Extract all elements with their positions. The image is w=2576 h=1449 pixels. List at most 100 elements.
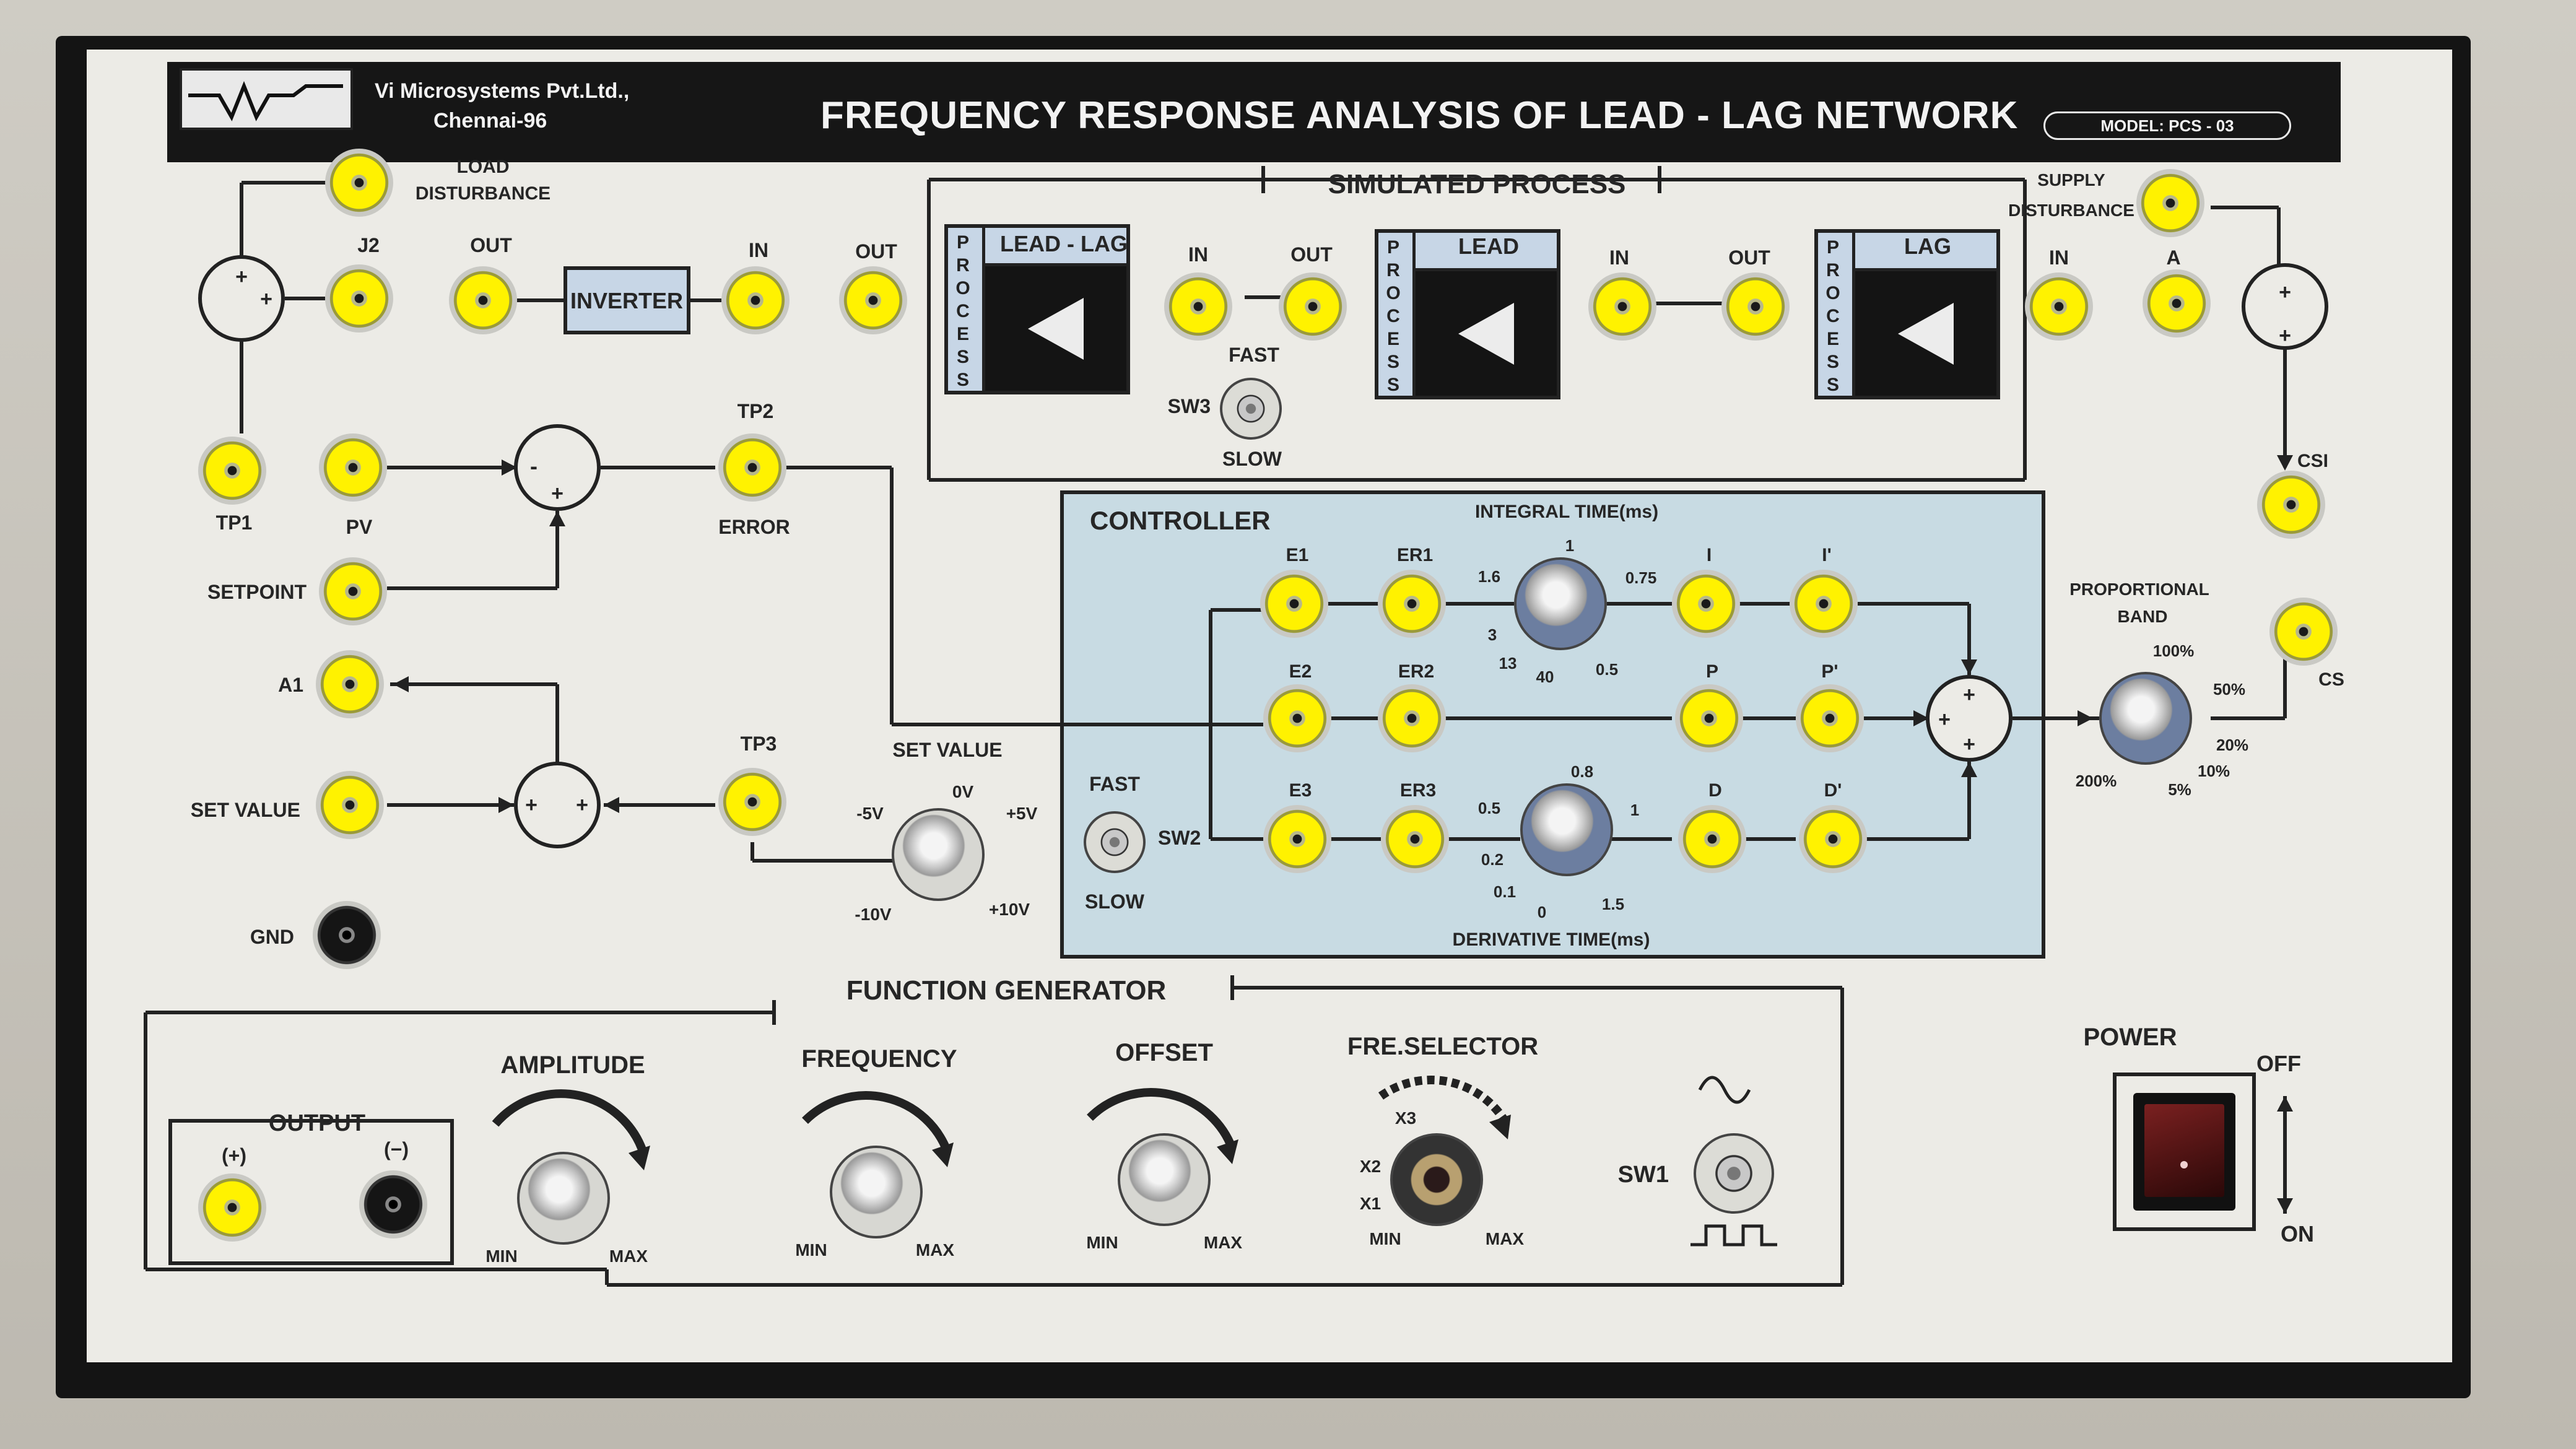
inverter-out-socket[interactable] <box>449 266 517 334</box>
i-socket[interactable] <box>1672 570 1740 638</box>
proportional-band-title: PROPORTIONAL <box>2069 580 2209 599</box>
frequency-selector-scale: X3 <box>1395 1108 1417 1128</box>
process-letter: R <box>1386 260 1400 281</box>
e2-label: E2 <box>1289 661 1312 682</box>
inverter-in-socket[interactable] <box>721 266 790 334</box>
amplifier-triangle-icon <box>1028 297 1084 360</box>
sw3-label: SW3 <box>1167 395 1211 417</box>
e1-socket[interactable] <box>1260 570 1328 638</box>
sw2-label: SW2 <box>1158 827 1201 849</box>
er1-socket[interactable] <box>1378 570 1446 638</box>
derivative-scale: 1.5 <box>1601 895 1625 913</box>
amplitude-min-label: MIN <box>485 1247 518 1266</box>
integral-scale: 3 <box>1487 625 1497 644</box>
e3-socket[interactable] <box>1263 805 1331 873</box>
set-value-label: SET VALUE <box>190 799 300 821</box>
proportional-band-knob[interactable] <box>2099 672 2192 765</box>
output-minus-label: (−) <box>384 1138 409 1160</box>
model-number: MODEL: PCS - 03 <box>2100 116 2234 135</box>
sum-sign: + <box>576 793 588 817</box>
p-prime-socket[interactable] <box>1796 684 1864 752</box>
er2-socket[interactable] <box>1378 684 1446 752</box>
cs-socket[interactable] <box>2269 598 2338 666</box>
controller-title: CONTROLLER <box>1090 506 1271 535</box>
set-value-knob[interactable] <box>892 808 985 901</box>
summing-junction-error <box>514 424 601 511</box>
lead-lag-out-socket[interactable] <box>839 266 907 334</box>
p-socket[interactable] <box>1675 684 1743 752</box>
lead-out-socket[interactable] <box>1279 272 1347 341</box>
inverter-block <box>564 266 690 334</box>
tp3-socket[interactable] <box>718 768 786 836</box>
simulated-process-title: SIMULATED PROCESS <box>1328 169 1626 199</box>
sw2-toggle[interactable] <box>1084 811 1146 873</box>
frequency-selector-min-label: MIN <box>1369 1229 1401 1248</box>
tp1-socket[interactable] <box>198 437 266 505</box>
integral-scale: 13 <box>1499 654 1517 672</box>
sw1-toggle[interactable] <box>1694 1133 1774 1214</box>
lead-in-socket[interactable] <box>1588 272 1656 341</box>
lead-lag-process-block <box>944 224 1130 394</box>
lead-lag-in-socket[interactable] <box>1164 272 1232 341</box>
pv-socket[interactable] <box>319 433 387 502</box>
lead-process-block <box>1375 229 1560 399</box>
frequency-knob[interactable] <box>830 1146 923 1238</box>
sw2-slow-label: SLOW <box>1085 890 1144 913</box>
amplitude-knob[interactable] <box>517 1152 610 1245</box>
process-letter: O <box>955 278 970 298</box>
sw2-fast-label: FAST <box>1089 773 1140 795</box>
p-label: P <box>1705 661 1719 682</box>
summing-junction-controller <box>1926 675 2012 762</box>
er3-socket[interactable] <box>1381 805 1449 873</box>
integral-scale: 1.6 <box>1477 567 1501 586</box>
tp2-socket[interactable] <box>718 433 786 502</box>
frequency-selector-scale: X1 <box>1359 1194 1382 1213</box>
lag-process-block <box>1814 229 2000 399</box>
header-bar <box>167 62 2341 162</box>
power-switch[interactable] <box>2133 1093 2235 1211</box>
supply-disturbance-socket[interactable] <box>2136 169 2204 237</box>
sum-sign: - <box>530 453 537 479</box>
load-disturbance-socket[interactable] <box>325 149 393 217</box>
proportional-band-scale: 100% <box>2152 642 2195 660</box>
lead-lag-title: LEAD - LAG <box>1000 231 1128 256</box>
output-plus-socket[interactable] <box>198 1173 266 1242</box>
d-socket[interactable] <box>1678 805 1746 873</box>
process-letter: S <box>1826 375 1839 395</box>
a1-socket[interactable] <box>316 650 384 718</box>
er3-label: ER3 <box>1399 780 1437 801</box>
amplitude-max-label: MAX <box>609 1247 648 1266</box>
csi-socket[interactable] <box>2257 471 2325 539</box>
offset-max-label: MAX <box>1203 1233 1243 1252</box>
frequency-selector-knob[interactable] <box>1390 1133 1483 1226</box>
integral-time-knob[interactable] <box>1514 557 1607 650</box>
e3-label: E3 <box>1289 780 1312 801</box>
process-letter: C <box>1386 306 1400 326</box>
derivative-time-knob[interactable] <box>1520 783 1613 876</box>
sw3-toggle[interactable] <box>1220 378 1282 440</box>
a-socket[interactable] <box>2143 269 2211 337</box>
square-wave-icon <box>1690 1223 1777 1248</box>
inverter-out-label: OUT <box>470 234 512 256</box>
lag-out-socket[interactable] <box>1721 272 1790 341</box>
cs-label: CS <box>2318 669 2344 690</box>
d-prime-socket[interactable] <box>1799 805 1867 873</box>
e2-socket[interactable] <box>1263 684 1331 752</box>
offset-title: OFFSET <box>1115 1039 1213 1066</box>
i-prime-socket[interactable] <box>1790 570 1858 638</box>
derivative-scale: 0.2 <box>1481 850 1504 869</box>
lag-in-label: IN <box>2049 246 2069 269</box>
lead-title: LEAD <box>1458 233 1519 259</box>
summing-junction-setvalue <box>514 762 601 848</box>
set-value-socket[interactable] <box>316 771 384 839</box>
proportional-band-scale: 50% <box>2213 680 2246 698</box>
gnd-socket[interactable] <box>313 901 381 969</box>
setpoint-socket[interactable] <box>319 557 387 625</box>
output-minus-socket[interactable] <box>359 1170 427 1238</box>
amplifier-triangle-icon <box>1898 302 1954 365</box>
lag-in-socket[interactable] <box>2025 272 2093 341</box>
d-prime-label: D' <box>1824 780 1842 801</box>
j2-socket[interactable] <box>325 264 393 333</box>
load-disturbance-label: LOAD <box>456 157 510 177</box>
offset-knob[interactable] <box>1118 1133 1211 1226</box>
